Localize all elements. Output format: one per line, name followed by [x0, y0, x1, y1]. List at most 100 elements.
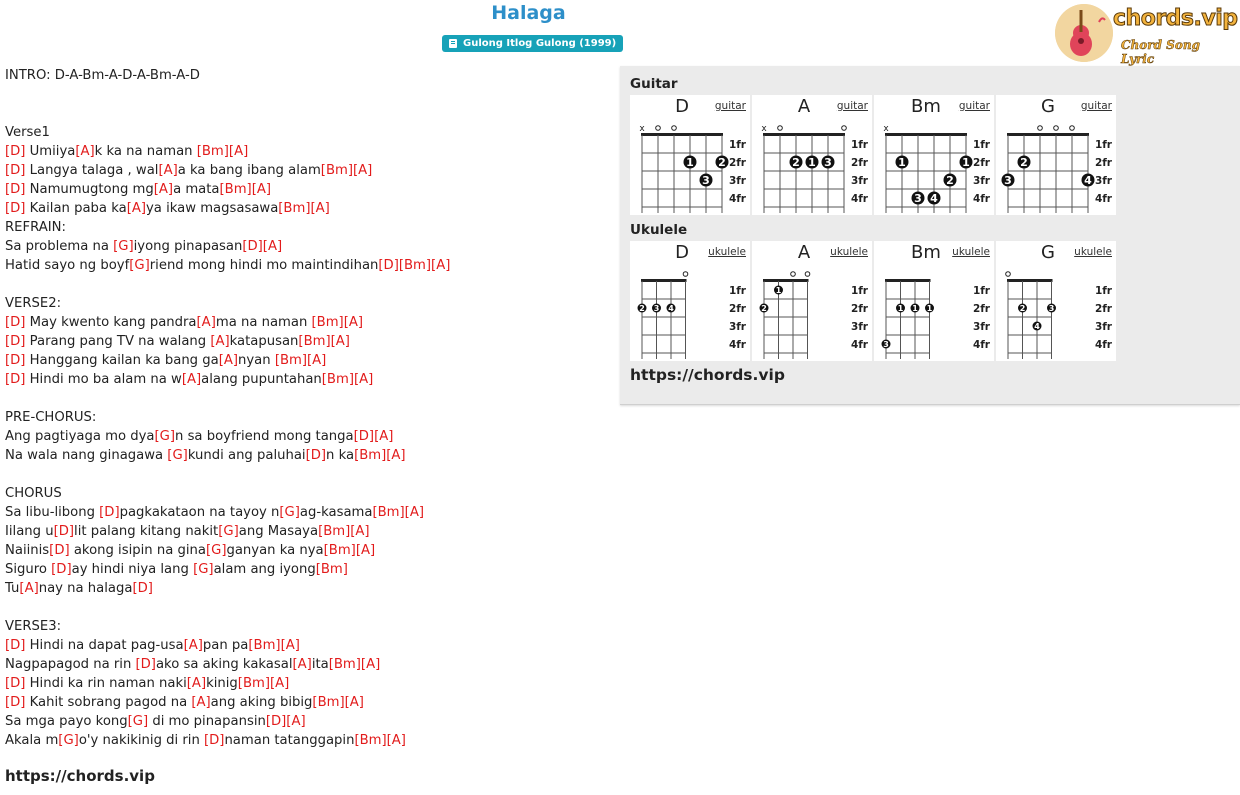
chord-marker[interactable]: [D] [51, 562, 72, 577]
chord-marker[interactable]: [A] [183, 638, 203, 653]
chord-marker[interactable]: [A] [251, 182, 272, 197]
chord-marker[interactable]: [G] [193, 562, 214, 577]
chord-marker[interactable]: [Bm] [298, 334, 331, 349]
chord-marker[interactable]: [D] [5, 182, 26, 197]
chord-marker[interactable]: [Bm] [372, 505, 405, 520]
chord-marker[interactable]: [Bm] [323, 543, 356, 558]
chord-marker[interactable]: [G] [129, 258, 150, 273]
chord-marker[interactable]: [Bm] [312, 695, 345, 710]
site-logo[interactable]: chords.vip Chord Song Lyric [1055, 4, 1238, 66]
chord-marker[interactable]: [Bm] [311, 315, 344, 330]
chord-marker[interactable]: [A] [269, 676, 290, 691]
chord-marker[interactable]: [A] [75, 144, 95, 159]
chord-marker[interactable]: [D] [305, 448, 327, 463]
chord-marker[interactable]: [A] [280, 638, 300, 653]
chord-marker[interactable]: [Bm] [320, 163, 353, 178]
chord-marker[interactable]: [D] [135, 657, 156, 672]
chord-marker[interactable]: [G] [279, 505, 300, 520]
chord-marker[interactable]: [A] [350, 524, 370, 539]
chord-marker[interactable]: [Bm] [315, 562, 348, 577]
chord-marker[interactable]: [Bm] [248, 638, 281, 653]
chord-marker[interactable]: [D] [49, 543, 70, 558]
chord-marker[interactable]: [A] [355, 543, 376, 558]
chord-marker[interactable]: [G] [113, 239, 134, 254]
chord-marker[interactable]: [D] [5, 334, 26, 349]
chord-marker[interactable]: [A] [292, 657, 312, 672]
chord-marker[interactable]: [D] [5, 638, 26, 653]
chord-marker[interactable]: [A] [374, 429, 394, 444]
chord-marker[interactable]: [G] [218, 524, 239, 539]
chord-marker[interactable]: [A] [386, 733, 406, 748]
instrument-link[interactable]: ukulele [708, 246, 746, 258]
footer-url[interactable]: https://chords.vip [5, 767, 155, 785]
chord-marker[interactable]: [D] [242, 239, 263, 254]
chord-marker[interactable]: [Bm] [237, 676, 270, 691]
chord-marker[interactable]: [D] [5, 201, 26, 216]
instrument-link[interactable]: ukulele [830, 246, 868, 258]
chord-marker[interactable]: [G] [154, 429, 176, 444]
chord-marker[interactable]: [A] [404, 505, 424, 520]
chord-marker[interactable]: [A] [218, 353, 239, 368]
chord-marker[interactable]: [A] [431, 258, 451, 273]
chord-marker[interactable]: [A] [158, 163, 178, 178]
chord-marker[interactable]: [D] [132, 581, 153, 596]
chord-marker[interactable]: [A] [352, 163, 373, 178]
chord-marker[interactable]: [A] [228, 144, 249, 159]
chord-marker[interactable]: [D] [5, 353, 26, 368]
chord-marker[interactable]: [A] [330, 334, 350, 349]
chord-marker[interactable]: [Bm] [274, 353, 307, 368]
chord-marker[interactable]: [G] [58, 733, 79, 748]
album-badge[interactable]: Gulong Itlog Gulong (1999) [442, 35, 624, 52]
chord-marker[interactable]: [Bm] [354, 448, 387, 463]
chord-marker[interactable]: [A] [360, 657, 381, 672]
chord-marker[interactable]: [A] [307, 353, 327, 368]
chord-marker[interactable]: [A] [19, 581, 39, 596]
chord-marker[interactable]: [G] [167, 448, 188, 463]
chord-marker[interactable]: [D] [5, 144, 26, 159]
chord-marker[interactable]: [A] [210, 334, 230, 349]
instrument-link[interactable]: guitar [714, 100, 746, 112]
panel-url[interactable]: https://chords.vip [630, 366, 785, 384]
chord-marker[interactable]: [Bm] [398, 258, 432, 273]
instrument-link[interactable]: guitar [836, 100, 868, 112]
chord-marker[interactable]: [A] [153, 182, 174, 197]
instrument-link[interactable]: guitar [958, 100, 990, 112]
chord-marker[interactable]: [Bm] [196, 144, 229, 159]
chord-marker[interactable]: [D] [5, 372, 26, 387]
chord-marker[interactable]: [A] [343, 315, 364, 330]
chord-marker[interactable]: [Bm] [278, 201, 311, 216]
chord-marker[interactable]: [Bm] [328, 657, 361, 672]
chord-marker[interactable]: [Bm] [318, 524, 351, 539]
chord-marker[interactable]: [G] [127, 714, 149, 729]
instrument-link[interactable]: guitar [1080, 100, 1112, 112]
chord-marker[interactable]: [D] [265, 714, 287, 729]
chord-marker[interactable]: [A] [344, 695, 364, 710]
chord-marker[interactable]: [A] [386, 448, 406, 463]
chord-marker[interactable]: [D] [53, 524, 75, 539]
chord-marker[interactable]: [D] [99, 505, 120, 520]
instrument-link[interactable]: ukulele [1074, 246, 1112, 258]
chord-marker[interactable]: [A] [191, 695, 211, 710]
chord-marker[interactable]: [Bm] [219, 182, 252, 197]
chord-marker[interactable]: [D] [353, 429, 375, 444]
chord-marker[interactable]: [A] [353, 372, 374, 387]
chord-marker[interactable]: [A] [186, 676, 207, 691]
chord-marker[interactable]: [A] [262, 239, 283, 254]
chord-marker[interactable]: [A] [196, 315, 216, 330]
chord-marker[interactable]: [D] [5, 695, 26, 710]
chord-marker[interactable]: [Bm] [321, 372, 354, 387]
chord-marker[interactable]: [D] [5, 676, 26, 691]
chord-marker[interactable]: [D] [378, 258, 399, 273]
chord-marker[interactable]: [A] [310, 201, 330, 216]
chord-marker[interactable]: [Bm] [354, 733, 387, 748]
instrument-link[interactable]: ukulele [952, 246, 990, 258]
chord-marker[interactable]: [A] [126, 201, 146, 216]
